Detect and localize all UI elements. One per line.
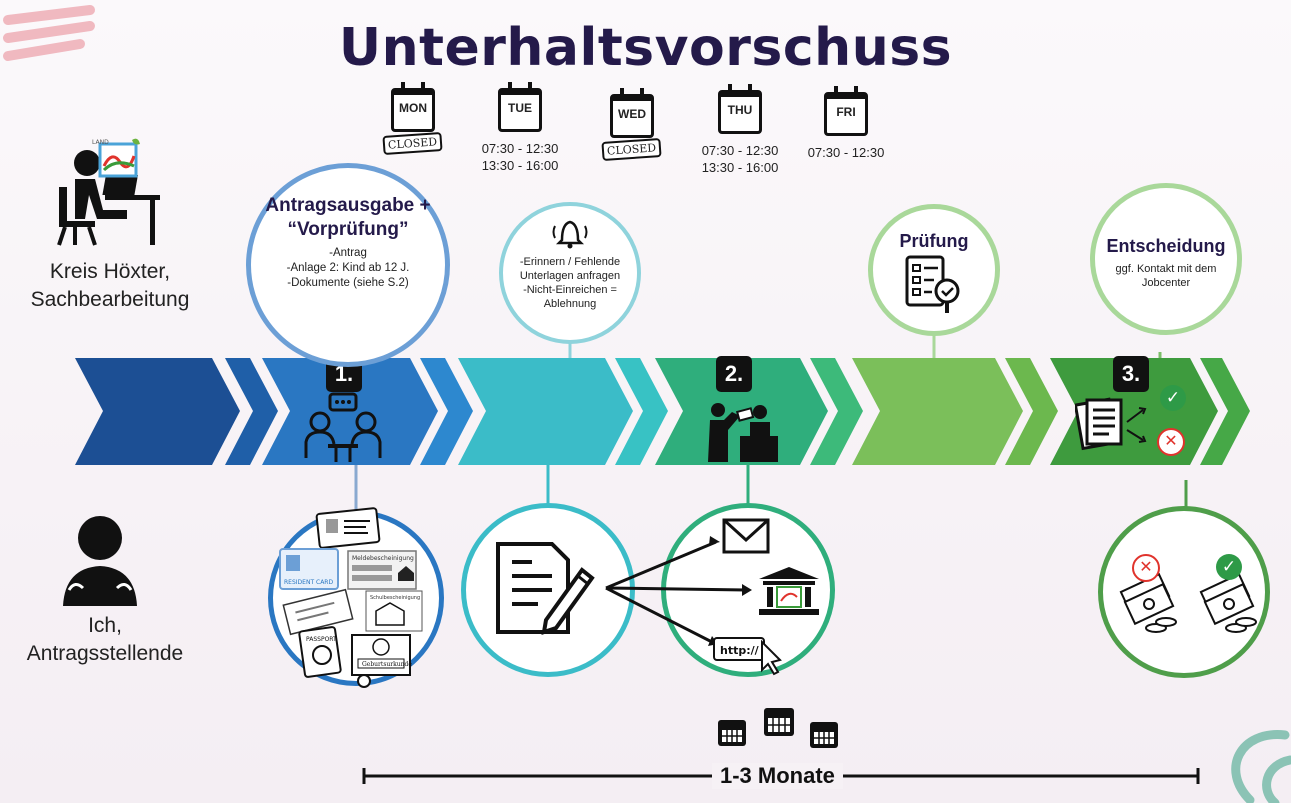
check-icon: ✓	[1216, 554, 1242, 580]
checklist-magnifier-icon	[905, 255, 960, 313]
entscheidung-heading: Entscheidung	[1106, 236, 1226, 256]
antrag-heading: Antragsausgabe +“Vorprüfung”	[265, 195, 431, 240]
resident-card-text: RESIDENT CARD	[284, 579, 333, 586]
document-pen-icon	[496, 542, 595, 635]
kreis-hoexter-logo: LAND	[92, 138, 140, 178]
arrow-chevron-2	[420, 358, 473, 465]
circle-antragsausgabe: Antragsausgabe +“Vorprüfung” -Antrag -An…	[246, 163, 450, 367]
calendar-icon: THU	[718, 84, 762, 134]
schul-text: Schulbescheinigung	[370, 595, 420, 601]
http-label: http://	[720, 644, 760, 657]
money-icon-approved	[1199, 572, 1257, 633]
meeting-icon	[304, 392, 382, 462]
role-applicant-label: Ich,Antragsstellende	[26, 614, 184, 665]
circle-submit	[461, 503, 635, 677]
logo-text: LAND	[92, 139, 109, 146]
cross-icon: ✕	[1132, 554, 1160, 582]
arrow-segment-5	[852, 358, 1023, 465]
pruefung-heading: Prüfung	[899, 231, 969, 251]
step-number-3: 3.	[1113, 356, 1149, 392]
arrow-chevron-4	[810, 358, 863, 465]
handover-desk-icon	[708, 403, 778, 462]
schedule-monday: MON CLOSED	[373, 82, 453, 156]
step-number-2: 2.	[716, 356, 752, 392]
documents-decision-icon	[1075, 397, 1147, 451]
person-at-desk-icon	[57, 150, 160, 246]
person-with-laptop-icon	[63, 516, 137, 606]
arrow-chevron-5	[1005, 358, 1058, 465]
calendar-icon: MON	[391, 82, 435, 132]
schedule-wednesday: WED CLOSED	[592, 88, 672, 162]
erinnern-details: -Erinnern / Fehlende Unterlagen anfragen…	[519, 256, 621, 310]
arrow-chevron-3	[615, 358, 668, 465]
mail-icon	[722, 518, 770, 554]
arrow-chevron-1	[225, 358, 278, 465]
role-office-label: Kreis Höxter,Sachbearbeitung	[30, 260, 190, 311]
calendar-icon: WED	[610, 88, 654, 138]
melde-text: Meldebescheinigung	[352, 555, 414, 562]
calendar-icon: FRI	[824, 86, 868, 136]
passport-text: PASSPORT	[306, 636, 337, 643]
arrow-segment-3	[458, 358, 633, 465]
bell-icon	[552, 220, 588, 249]
check-icon: ✓	[1160, 385, 1186, 411]
calendar-icon: TUE	[498, 82, 542, 132]
page-title: Unterhaltsvorschuss	[338, 18, 953, 78]
money-icon-denied	[1119, 572, 1177, 633]
circle-entscheidung: Entscheidung ggf. Kontakt mit dem Jobcen…	[1090, 183, 1242, 335]
cross-icon: ✕	[1157, 428, 1185, 456]
schedule-friday: FRI 07:30 - 12:30	[806, 86, 886, 161]
documents-collage: RESIDENT CARD Meldebescheinigung Schulbe…	[279, 507, 423, 688]
entscheidung-details: ggf. Kontakt mit dem Jobcenter	[1115, 263, 1217, 289]
bank-icon	[759, 567, 819, 615]
circle-pruefung: Prüfung	[868, 204, 1000, 336]
duration-label: 1-3 Monate	[712, 763, 843, 789]
cursor-icon: http://	[713, 637, 782, 676]
circle-erinnern: -Erinnern / Fehlende Unterlagen anfragen…	[499, 202, 641, 344]
arrow-chevron-6	[1200, 358, 1250, 465]
opening-hours: 07:30 - 12:30	[807, 145, 885, 160]
antrag-details: -Antrag -Anlage 2: Kind ab 12 J. -Dokume…	[286, 247, 410, 289]
geburtsurkunde-text: Geburtsurkunde	[362, 661, 412, 668]
arrow-segment-1	[75, 358, 240, 465]
corner-decoration-bottom-right	[1231, 730, 1291, 803]
corner-decoration-top-left	[3, 5, 95, 61]
calendar-icons-group	[718, 708, 838, 748]
submission-arrows	[605, 536, 752, 646]
